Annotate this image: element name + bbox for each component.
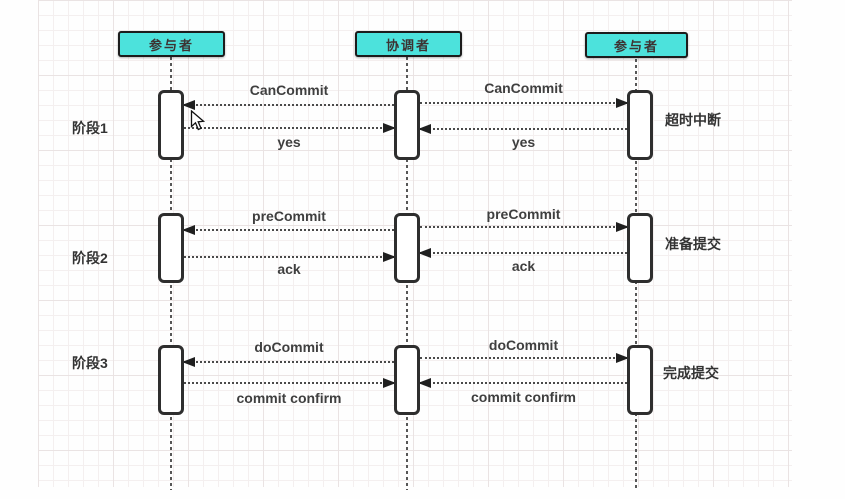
message-arrow-reply-from-right: [418, 124, 627, 134]
message-arrow-request-to-right: [420, 353, 629, 363]
message-label-request: preCommit: [486, 206, 561, 222]
message-arrow-request-to-right: [420, 222, 629, 232]
arrowhead-left-icon: [418, 124, 431, 134]
arrowhead-right-icon: [616, 222, 629, 232]
message-label-request: preCommit: [252, 208, 326, 224]
message-label-request: CanCommit: [484, 80, 563, 96]
arrowhead-right-icon: [616, 98, 629, 108]
arrowhead-left-icon: [182, 225, 195, 235]
message-label-reply: ack: [511, 258, 536, 274]
message-label-request: CanCommit: [249, 82, 329, 98]
actor-label: 参与者: [613, 38, 659, 54]
message-arrow-request-to-left: [182, 357, 394, 367]
message-arrow-reply-from-left: [184, 123, 396, 133]
actor-box-participant-left[interactable]: 参与者: [118, 31, 225, 57]
message-arrow-reply-from-left: [184, 378, 396, 388]
annotation-phase3: 完成提交: [663, 365, 719, 381]
message-label-reply: commit confirm: [470, 389, 576, 405]
message-label-reply: ack: [277, 261, 301, 277]
activation-phase1-coordinator[interactable]: [394, 90, 420, 160]
activation-phase3-participant-left[interactable]: [158, 345, 184, 415]
arrowhead-right-icon: [616, 353, 629, 363]
message-arrow-reply-from-right: [418, 248, 627, 258]
message-label-reply: yes: [511, 134, 536, 150]
arrowhead-left-icon: [182, 100, 195, 110]
message-arrow-request-to-left: [182, 225, 394, 235]
arrowhead-left-icon: [182, 357, 195, 367]
activation-phase1-participant-left[interactable]: [158, 90, 184, 160]
activation-phase3-coordinator[interactable]: [394, 345, 420, 415]
phase-label-3: 阶段3: [72, 355, 108, 371]
message-label-reply: yes: [277, 134, 301, 150]
arrowhead-right-icon: [383, 123, 396, 133]
message-arrow-request-to-right: [420, 98, 629, 108]
arrowhead-right-icon: [383, 378, 396, 388]
activation-phase2-participant-right[interactable]: [627, 213, 653, 283]
arrowhead-left-icon: [418, 248, 431, 258]
activation-phase2-participant-left[interactable]: [158, 213, 184, 283]
message-label-request: doCommit: [254, 339, 324, 355]
mouse-cursor-icon: [190, 109, 206, 137]
actor-label: 参与者: [148, 37, 194, 53]
actor-box-coordinator[interactable]: 协调者: [355, 31, 462, 57]
annotation-phase2: 准备提交: [665, 236, 721, 252]
phase-label-1: 阶段1: [72, 120, 108, 136]
actor-label: 协调者: [385, 37, 431, 53]
message-arrow-reply-from-right: [418, 378, 627, 388]
message-label-reply: commit confirm: [236, 390, 342, 406]
message-label-request: doCommit: [488, 337, 559, 353]
message-arrow-reply-from-left: [184, 252, 396, 262]
activation-phase3-participant-right[interactable]: [627, 345, 653, 415]
phase-label-2: 阶段2: [72, 250, 108, 266]
actor-box-participant-right[interactable]: 参与者: [585, 32, 688, 58]
arrowhead-right-icon: [383, 252, 396, 262]
annotation-phase1: 超时中断: [665, 112, 721, 128]
message-arrow-request-to-left: [182, 100, 394, 110]
arrowhead-left-icon: [418, 378, 431, 388]
activation-phase1-participant-right[interactable]: [627, 90, 653, 160]
activation-phase2-coordinator[interactable]: [394, 213, 420, 283]
